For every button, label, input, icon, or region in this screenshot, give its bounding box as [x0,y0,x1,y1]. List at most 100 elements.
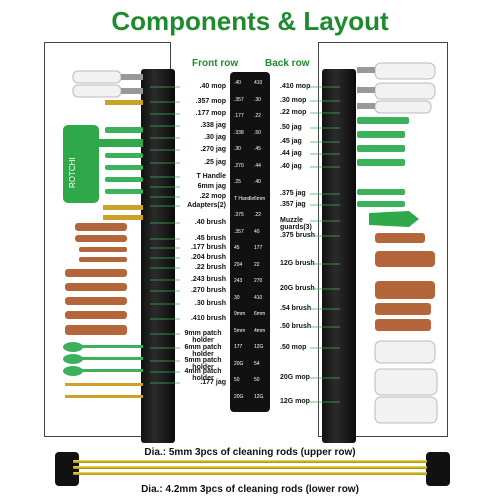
front-label: .357 mop [195,98,226,105]
mop-icon [72,70,143,105]
card-cell-label: 6mm [254,311,266,317]
mop-icon [357,62,436,114]
front-row-panel: ROTCHI [44,42,175,443]
card-cell-label: 410 [254,294,263,301]
front-label: T Handle [196,173,226,180]
rod-end-icon [426,452,450,486]
front-label: 5mm patch holder [184,357,222,371]
back-label: .45 jag [280,138,302,145]
back-label: 20G mop [280,374,310,381]
t-handle-icon: ROTCHI [63,125,143,203]
card-cell-label: .22 [254,113,261,119]
back-label: 20G brush [280,285,315,292]
card-cell-label: 30 [234,294,240,301]
front-label: Adapters(2) [187,202,226,209]
card-cell-label: 45 [234,245,240,251]
card-cell-label: .338 [234,129,244,136]
card-cell-label: .22 [254,212,261,218]
front-row-header: Front row [192,58,239,69]
card-cell-label: 22 [254,261,260,268]
front-label: .204 brush [190,254,226,261]
back-label: .357 jag [280,201,306,208]
card-cell-label: 177 [254,245,263,251]
card-cell-label: 410 [254,80,263,86]
front-label: .270 jag [200,146,226,153]
page-title: Components & Layout [111,6,389,36]
card-cell-label: 5mm [234,327,246,334]
card-cell-label: 20G [234,393,244,400]
front-label: 6mm jag [197,183,226,190]
back-label: .54 brush [280,305,312,312]
front-label: 4mm patch holder [184,368,222,382]
mop-icon [103,205,143,210]
muzzle-guard-icon [369,211,419,227]
card-cell-label: 4mm [254,327,266,334]
front-label: .30 brush [194,300,226,307]
card-cell-label: T Handle [234,195,255,202]
front-label: .40 mop [199,83,226,90]
front-label: .177 jag [200,379,226,386]
front-label: 6mm patch holder [184,344,222,358]
card-cell-label: 50 [234,377,240,383]
brush-icon [65,223,127,335]
back-rail [322,69,356,443]
front-label: .177 mop [195,110,226,117]
back-tools-illustration [357,62,438,424]
card-cell-label: 20G [234,360,244,367]
rod-icon [73,460,427,463]
front-tools-illustration: ROTCHI [63,70,143,398]
card-cell-label: .40 [234,80,241,86]
back-label: 12G mop [280,398,310,405]
back-row-header: Back row [265,58,310,69]
back-label: .44 jag [280,150,302,157]
front-label: .243 brush [190,276,226,283]
card-cell-label: .25 [234,179,241,185]
card-cell-label: .44 [254,162,261,169]
card-cell-label: .270 [234,162,244,169]
back-label: .40 jag [280,163,302,170]
rod-icon [73,466,427,469]
card-cell-label: .30 [254,96,261,103]
back-label: 12G brush [280,260,315,267]
svg-text:ROTCHI: ROTCHI [68,157,77,188]
front-label: 9mm patch holder [184,330,222,344]
front-label: .45 brush [194,235,226,242]
front-label: .270 brush [190,287,226,294]
card-cell-label: .375 [234,212,244,218]
card-cell-label: .50 [254,129,261,136]
card-cell-label: 54 [254,360,260,367]
card-cell-label: .45 [254,146,261,152]
card-cell-label: 40 [254,228,260,235]
card-cell-label: 177 [234,344,243,350]
jag-icon [357,117,409,207]
card-cell-label: .357 [234,228,244,235]
caption-upper: Dia.: 5mm 3pcs of cleaning rods (upper r… [144,447,356,458]
card-cell-label: 243 [234,278,243,284]
front-label: .410 brush [190,315,226,322]
card-cell-label: 12G [254,344,264,350]
card-cell-label: .177 [234,113,244,119]
front-label: .40 brush [194,219,226,226]
back-label: .30 mop [280,97,307,104]
caption-lower: Dia.: 4.2mm 3pcs of cleaning rods (lower… [141,484,359,495]
card-cell-label: 9mm [234,311,246,317]
cleaning-rods-illustration [55,452,450,486]
back-label: .375 jag [280,190,306,197]
back-label: .22 mop [280,109,307,116]
front-label: .30 jag [204,134,226,141]
rod-end-icon [55,452,79,486]
back-label: Muzzle guards(3) [280,217,312,231]
front-label: .22 mop [199,193,226,200]
front-label: .338 jag [200,122,226,129]
back-label: .375 brush [280,232,316,239]
mop-icon [374,340,438,424]
card-cell-label: 6mm [254,195,266,202]
front-label: .22 brush [194,264,226,271]
card-cell-label: 204 [234,261,243,268]
card-cell-label: 12G [254,393,264,400]
front-label: .177 brush [190,244,226,251]
back-label: .410 mop [280,83,311,90]
back-row-panel [318,42,448,443]
front-rail [141,69,175,443]
